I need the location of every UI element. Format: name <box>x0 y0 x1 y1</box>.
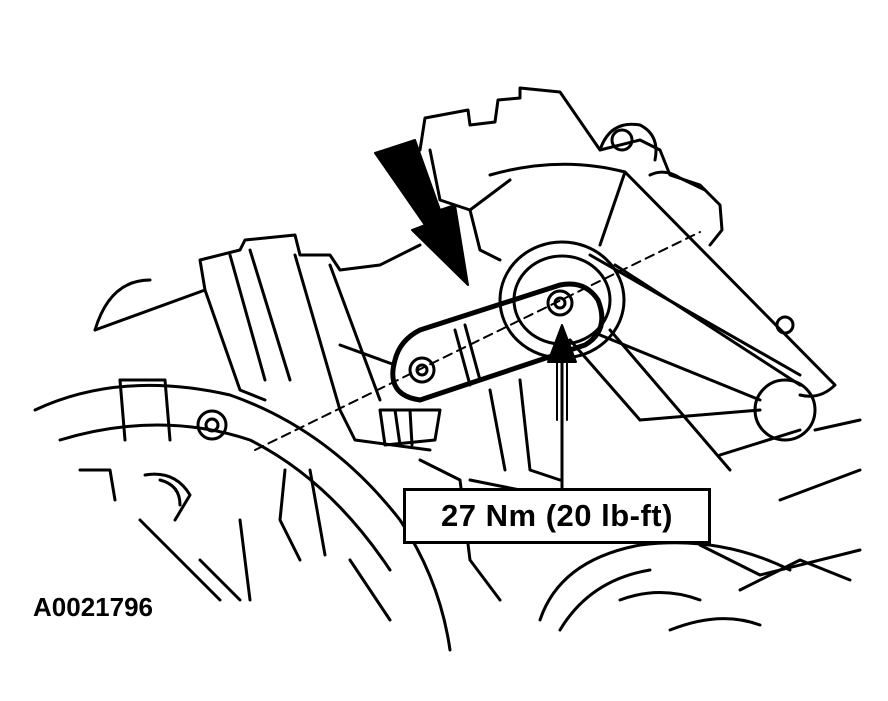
lower-casting <box>33 378 562 652</box>
linkage-arm <box>390 281 605 403</box>
manual-lever-plate <box>488 162 837 472</box>
indicator-arrow <box>374 139 469 286</box>
center-line <box>254 231 701 451</box>
left-housing <box>93 233 442 452</box>
figure-reference-id: A0021796 <box>33 592 153 622</box>
upper-housing <box>418 86 724 262</box>
leader-arrowhead <box>547 324 577 363</box>
torque-spec-label: 27 Nm (20 lb-ft) <box>403 488 711 544</box>
callout-leader <box>556 343 568 490</box>
lower-right-housing <box>538 418 862 632</box>
